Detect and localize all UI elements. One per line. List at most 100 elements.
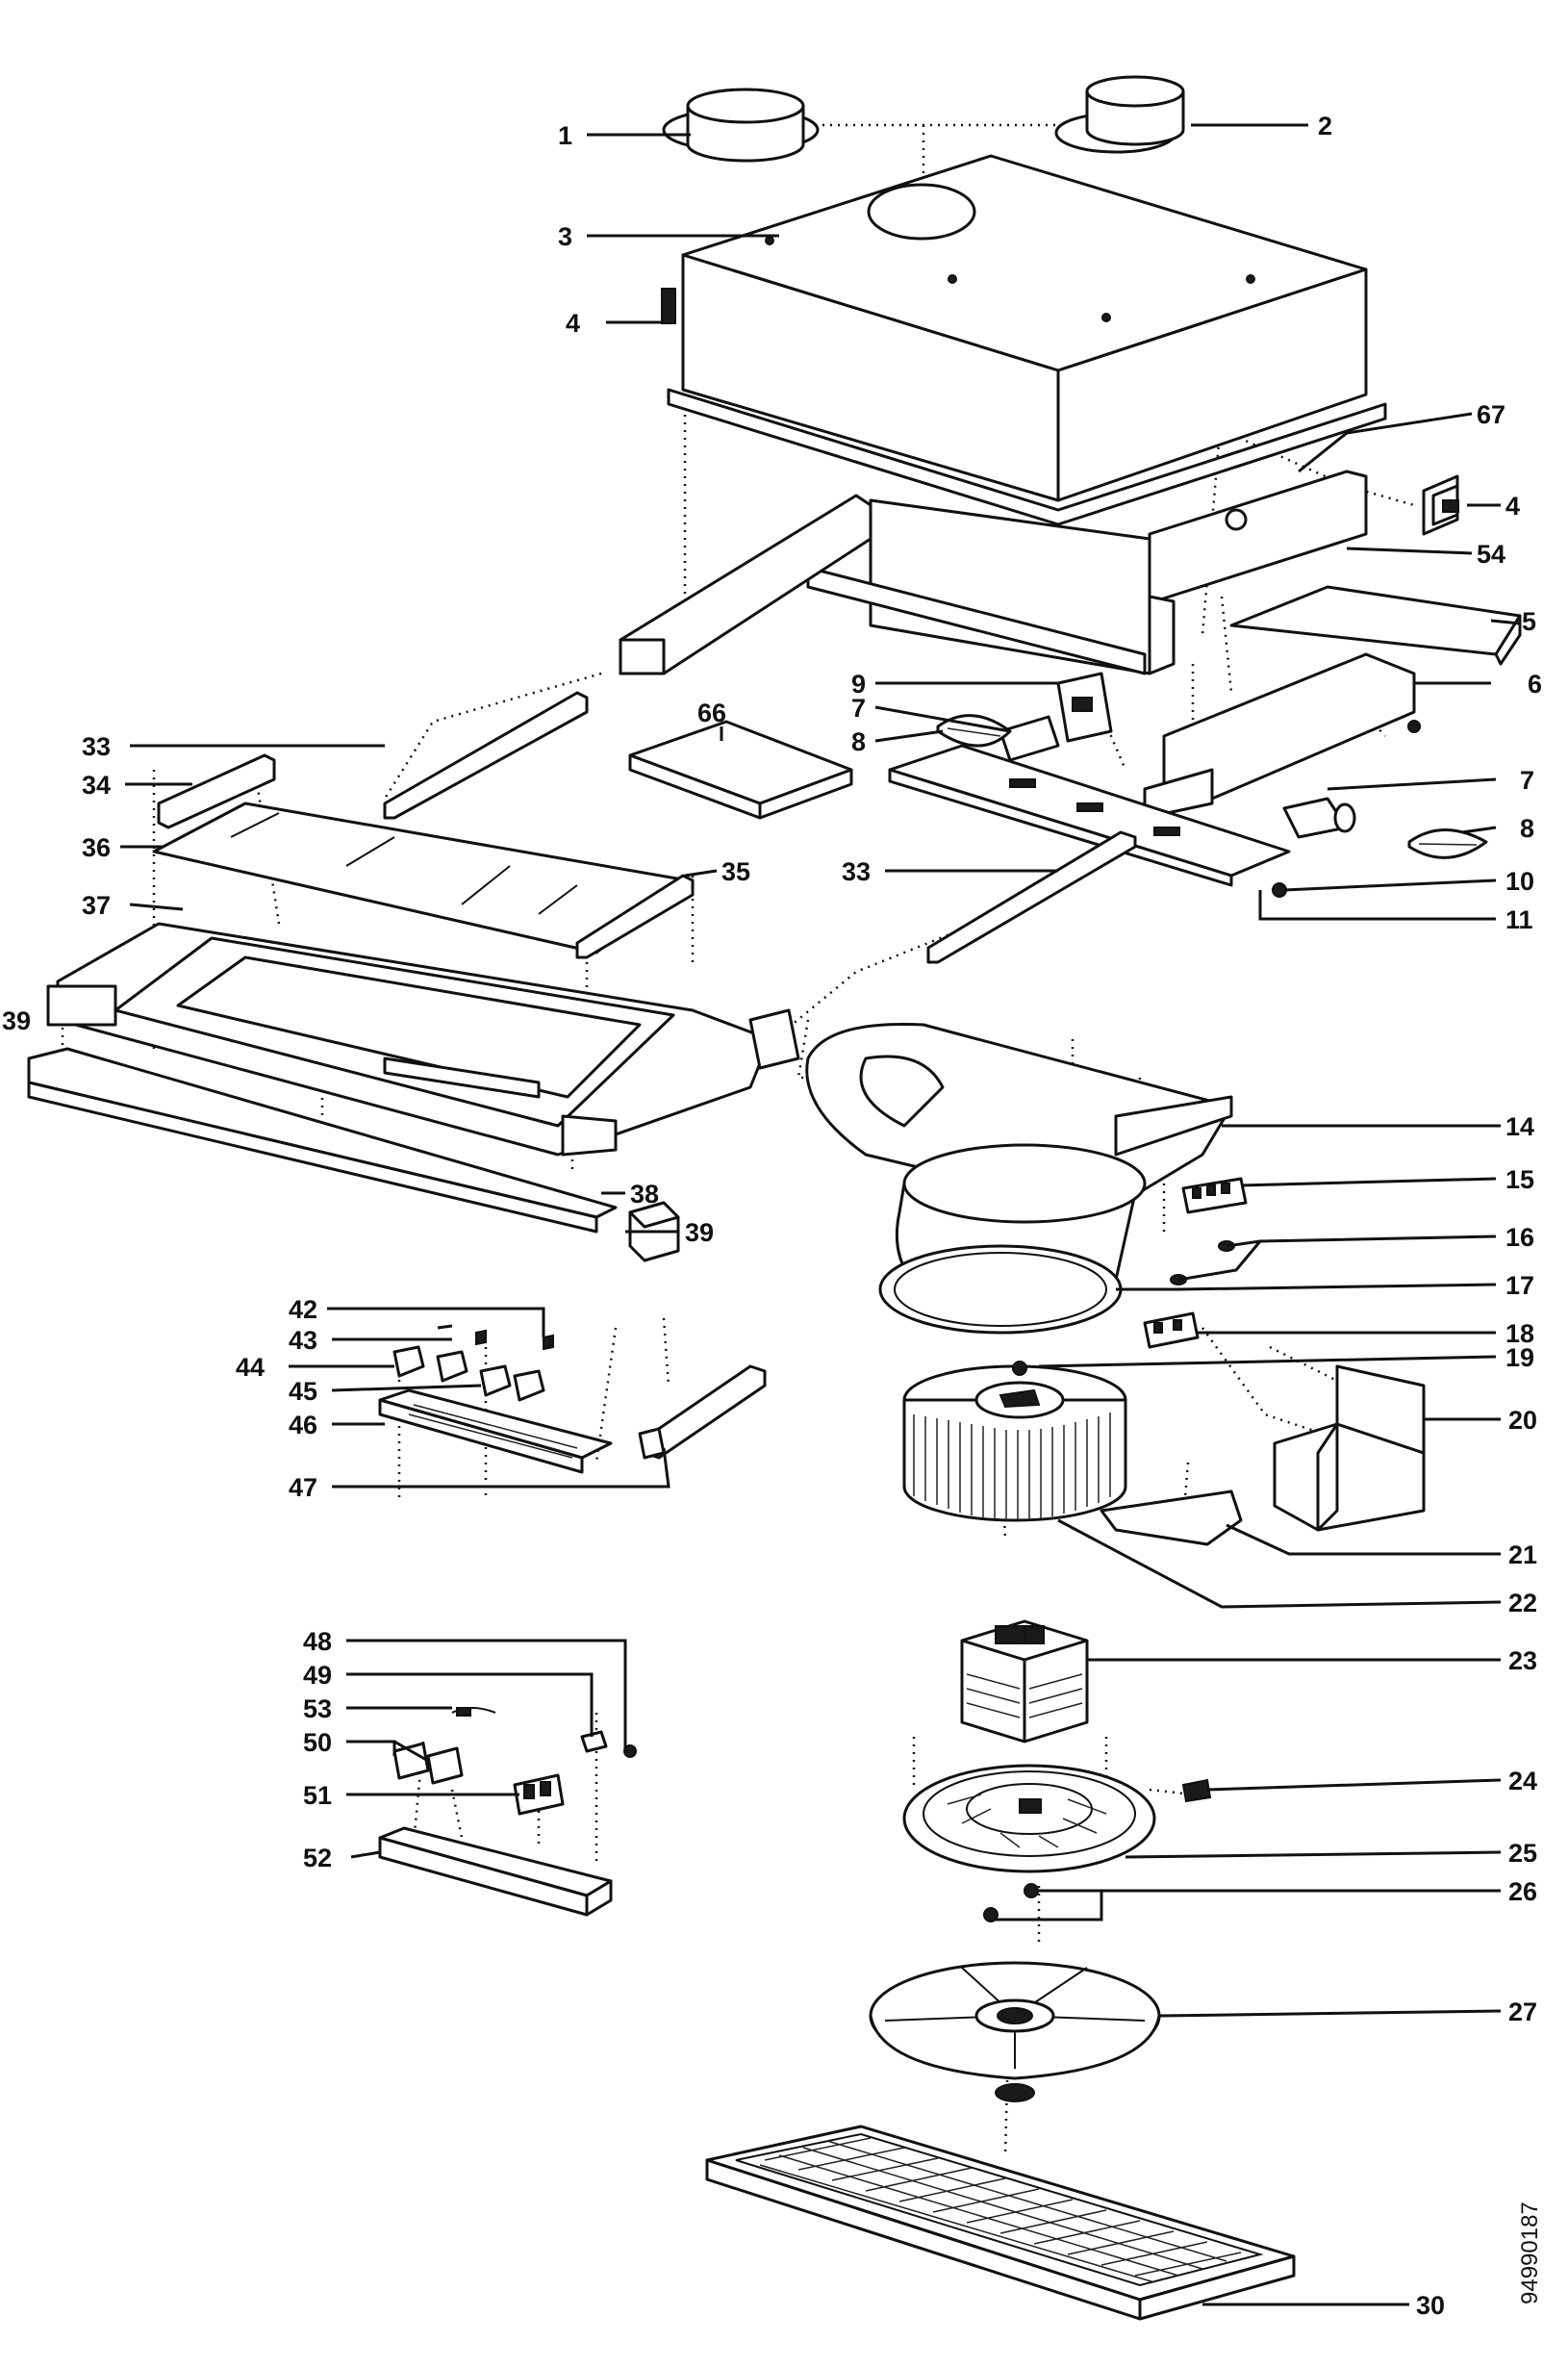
callout-27: 27 [1508,1998,1537,2026]
rail-part-5 [1229,585,1522,666]
front-frame-part-37 [46,922,800,1157]
callout-18: 18 [1505,1319,1534,1348]
callout-33: 33 [82,732,111,761]
control-clips-part-42 [437,1324,554,1351]
callout-17: 17 [1505,1271,1534,1300]
callout-15: 15 [1505,1165,1534,1194]
callout-22: 22 [1508,1589,1537,1617]
tray-part-66 [628,720,853,820]
lamp-holder-part-9 [1056,672,1113,743]
leader-lines [120,123,1521,2306]
callout-8: 8 [1520,814,1534,843]
holder-part-34 [157,753,276,829]
fastener-part-26 [983,1883,1039,1922]
callout-25: 25 [1508,1839,1537,1868]
callout-38: 38 [630,1180,659,1209]
callout-43: 43 [289,1326,317,1355]
callout-44: 44 [236,1353,265,1382]
trim-strip-part-39 [27,1047,618,1234]
callout-33: 33 [842,857,871,886]
filter-dish-part-27 [869,1961,1161,2102]
terminal-block-part-18 [1143,1311,1200,1349]
callout-10: 10 [1505,867,1534,896]
callout-2: 2 [1318,112,1332,140]
callout-36: 36 [82,833,111,862]
callout-35: 35 [721,857,750,886]
callout-49: 49 [303,1661,332,1690]
callout-7: 7 [1520,766,1534,795]
callout-7: 7 [851,694,866,723]
callout-46: 46 [289,1411,317,1439]
lamp-socket-part-7 [999,715,1060,762]
switch-clips-part-44 [392,1345,468,1383]
switch-part-4 [1422,474,1459,536]
switch-housing-part-52 [378,1826,613,1917]
callout-66: 66 [697,699,726,727]
grease-filter-part-30 [705,2125,1296,2321]
callout-47: 47 [289,1473,317,1502]
side-rail-left [619,494,873,675]
switch-clips-part-45 [479,1364,545,1402]
callout-19: 19 [1505,1343,1534,1372]
callout-24: 24 [1508,1767,1537,1795]
callout-34: 34 [82,771,111,800]
callout-52: 52 [303,1844,332,1872]
light-plate [888,744,1291,887]
callout-14: 14 [1505,1112,1534,1141]
duct-collar-part-2 [1054,75,1185,154]
button-part-49 [580,1730,608,1753]
switch-part-50 [392,1742,464,1785]
callout-67: 67 [1477,400,1505,429]
bulb-part-8b [1407,828,1488,859]
hood-housing-part-3 [661,154,1387,526]
callout-4: 4 [566,309,580,338]
callout-20: 20 [1508,1406,1537,1435]
callout-45: 45 [289,1377,317,1406]
callout-9: 9 [851,670,866,699]
callout-51: 51 [303,1781,332,1810]
lamp-socket-part-7b [1282,797,1356,839]
slide-rail-part-33b [926,830,1137,964]
motor-plate-part-25 [902,1764,1156,1873]
callout-16: 16 [1505,1223,1534,1252]
screw-part-10 [1272,882,1287,898]
callout-6: 6 [1528,670,1542,699]
control-panel-part-46 [378,1388,613,1474]
duct-collar-part-1 [662,88,820,163]
callout-42: 42 [289,1295,317,1324]
nut-part-19 [1012,1361,1027,1376]
callout-21: 21 [1508,1540,1537,1569]
callout-54: 54 [1477,540,1505,569]
connector-part-24 [1181,1778,1212,1803]
slider-bar-part-47 [638,1364,767,1460]
callout-30: 30 [1416,2291,1445,2320]
callout-39: 39 [685,1218,714,1247]
callout-37: 37 [82,891,111,920]
callout-50: 50 [303,1728,332,1757]
rail-part-6 [1143,652,1421,820]
callout-8: 8 [851,727,866,756]
terminal-block-part-15 [1181,1177,1248,1214]
callout-3: 3 [558,222,572,251]
callout-23: 23 [1508,1646,1537,1675]
callout-11: 11 [1505,905,1533,934]
callout-48: 48 [303,1627,332,1656]
callout-1: 1 [558,121,572,150]
holder-part-35 [575,874,695,959]
switch-part-51 [513,1773,565,1816]
callout-39: 39 [2,1006,31,1035]
callout-5: 5 [1522,607,1536,636]
callout-labels: 1 2 3 4 4 67 54 5 6 9 7 8 66 7 8 10 11 3… [2,112,1542,2320]
document-number: 94990187 [1517,2202,1543,2304]
front-bracket-part-54 [806,470,1368,675]
cover-part-20 [1273,1364,1426,1532]
callout-53: 53 [303,1694,332,1723]
cover-part-21 [1100,1489,1243,1546]
slide-rail-part-33a [383,691,589,820]
motor-part-23 [960,1619,1089,1743]
callout-4: 4 [1505,492,1520,521]
impeller-part-22 [902,1364,1127,1522]
gasket-part-17 [878,1244,1123,1335]
wire-part-53 [451,1707,496,1717]
